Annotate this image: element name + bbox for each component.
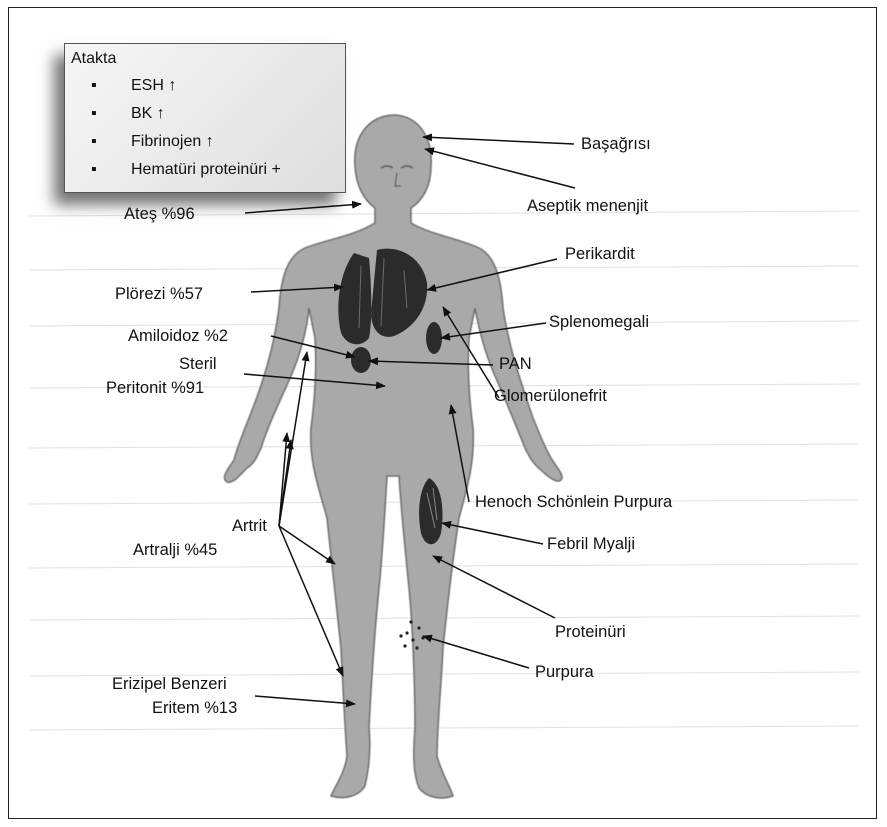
label-eritem: Eritem %13 <box>152 698 237 718</box>
label-febril-myalji: Febril Myalji <box>547 534 635 554</box>
kidney-organ <box>351 347 371 373</box>
arrow-aseptik <box>425 149 575 188</box>
label-glomerulonefrit: Glomerülonefrit <box>494 386 607 406</box>
figure-frame: Atakta ▪ ESH ↑ ▪ BK ↑ ▪ Fibrinojen ↑ ▪ Hemat… <box>8 7 877 819</box>
label-ates: Ateş %96 <box>124 204 195 224</box>
atakta-item-fibrinojen: ▪ Fibrinojen ↑ <box>65 128 345 156</box>
label-purpura: Purpura <box>535 662 594 682</box>
label-perikardit: Perikardit <box>565 244 635 264</box>
arrow-basagrisi <box>423 137 574 144</box>
label-splenomegali: Splenomegali <box>549 312 649 332</box>
spleen-organ <box>426 322 442 354</box>
bullet-icon: ▪ <box>91 100 97 128</box>
atakta-item-esh: ▪ ESH ↑ <box>65 72 345 100</box>
atakta-item-text: ESH ↑ <box>131 77 176 94</box>
bullet-icon: ▪ <box>91 156 97 184</box>
label-artrit: Artrit <box>232 516 267 536</box>
atakta-item-text: BK ↑ <box>131 105 165 122</box>
atakta-list: ▪ ESH ↑ ▪ BK ↑ ▪ Fibrinojen ↑ ▪ Hematüri pro… <box>65 72 345 184</box>
label-aseptik-menenjit: Aseptik menenjit <box>527 196 648 216</box>
label-artralji: Artralji %45 <box>133 540 217 560</box>
label-proteinuri: Proteinüri <box>555 622 626 642</box>
label-erizipel-benzeri: Erizipel Benzeri <box>112 674 227 694</box>
bullet-icon: ▪ <box>91 128 97 156</box>
label-amiloidoz: Amiloidoz %2 <box>128 326 228 346</box>
atakta-item-hematuri: ▪ Hematüri proteinüri + <box>65 156 345 184</box>
atakta-item-text: Fibrinojen ↑ <box>131 133 214 150</box>
label-steril: Steril <box>179 354 217 374</box>
atakta-lab-findings-box: Atakta ▪ ESH ↑ ▪ BK ↑ ▪ Fibrinojen ↑ ▪ Hemat… <box>64 43 346 193</box>
human-body-silhouette <box>225 115 563 798</box>
atakta-title: Atakta <box>71 50 116 68</box>
label-plorezi: Plörezi %57 <box>115 284 203 304</box>
arrow-erizipel <box>255 696 355 704</box>
label-pan: PAN <box>499 354 532 374</box>
label-peritonit: Peritonit %91 <box>106 378 204 398</box>
atakta-item-bk: ▪ BK ↑ <box>65 100 345 128</box>
label-basagrisi: Başağrısı <box>581 134 651 154</box>
arrow-ates <box>245 204 361 213</box>
bullet-icon: ▪ <box>91 72 97 100</box>
atakta-item-text: Hematüri proteinüri + <box>131 161 281 178</box>
label-henoch-schonlein-purpura: Henoch Schönlein Purpura <box>475 492 672 512</box>
